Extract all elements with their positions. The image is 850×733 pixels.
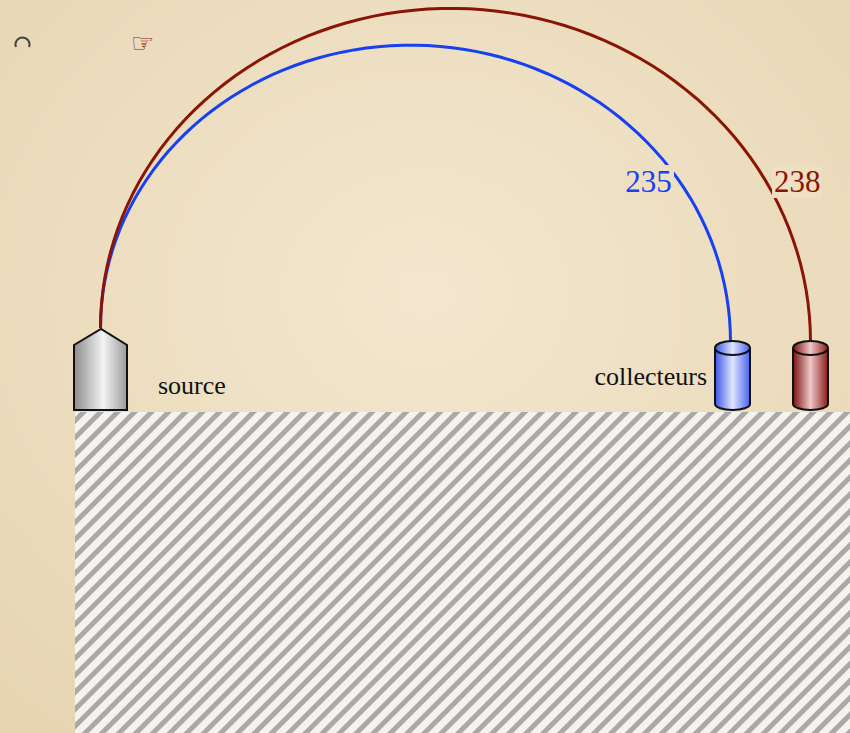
mass-number: 238 bbox=[772, 165, 823, 198]
mass-number: 235 bbox=[623, 165, 674, 198]
circle-icon bbox=[16, 37, 30, 47]
collector-235-top bbox=[715, 341, 750, 355]
pointing-hand: ☞ bbox=[131, 30, 154, 56]
ion-path-238 bbox=[101, 8, 811, 342]
source-housing bbox=[74, 329, 127, 410]
part-label: source bbox=[158, 373, 226, 399]
collector-238 bbox=[793, 348, 828, 410]
source-block: source bbox=[73, 328, 128, 412]
collector-symbols bbox=[713, 338, 830, 412]
collector-235 bbox=[715, 348, 750, 410]
ion-path-235 bbox=[101, 45, 731, 342]
magnet-region bbox=[75, 412, 850, 733]
collector-238-top bbox=[793, 341, 828, 355]
part-label: collecteurs bbox=[594, 364, 707, 390]
source-symbol bbox=[73, 328, 128, 412]
collector-block: collecteurs bbox=[713, 338, 830, 412]
